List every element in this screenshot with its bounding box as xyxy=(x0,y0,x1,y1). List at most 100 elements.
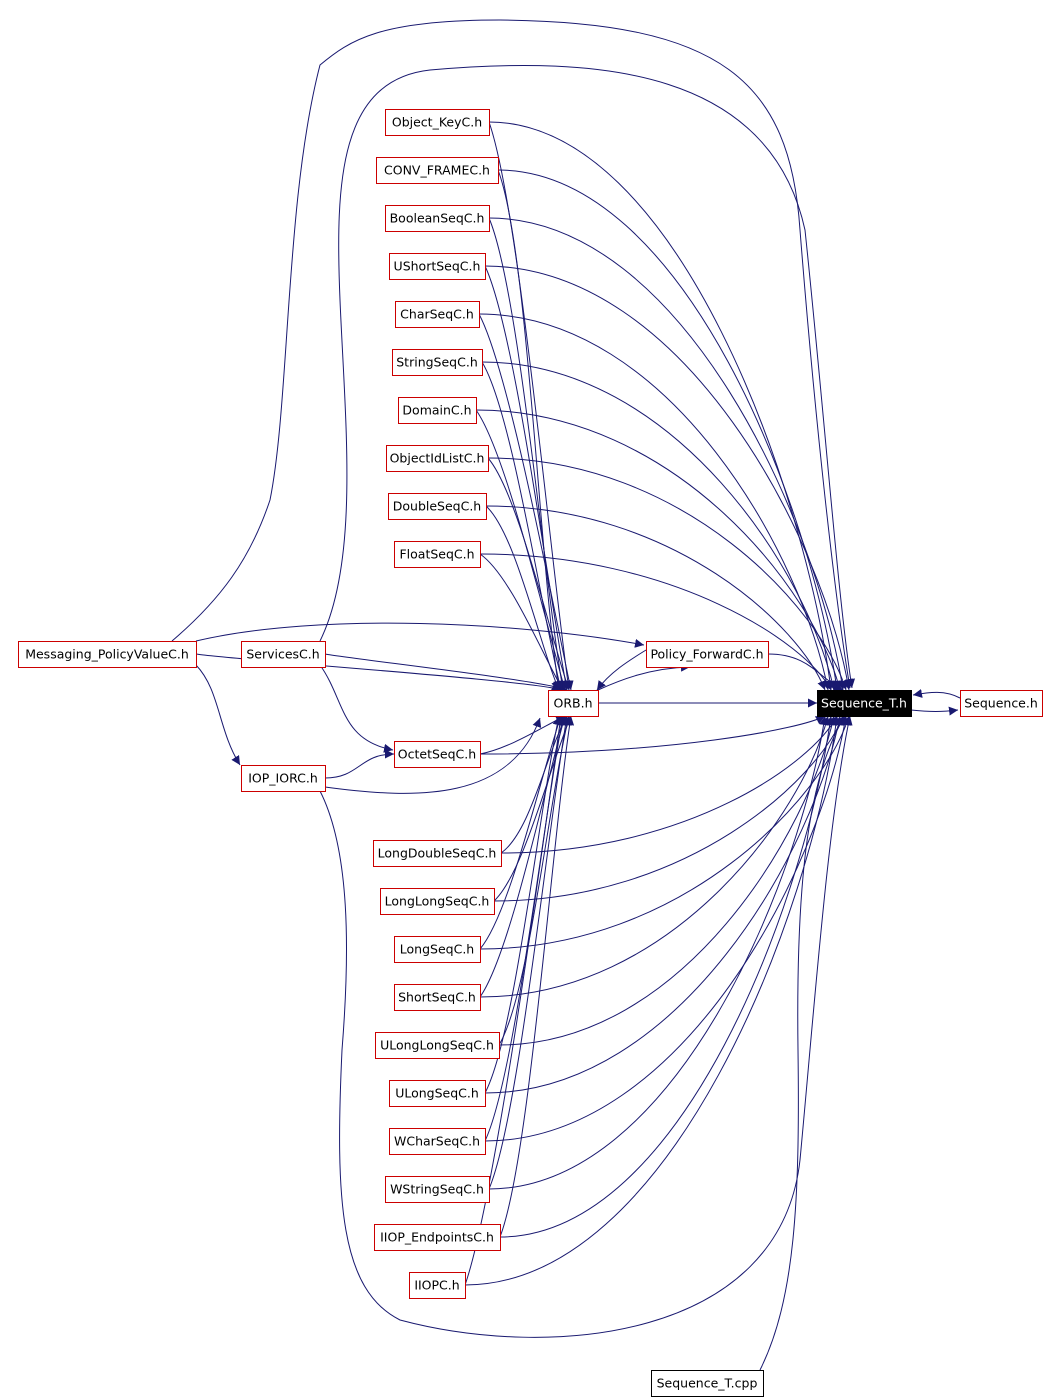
node-box[interactable] xyxy=(376,157,499,184)
node-box[interactable] xyxy=(241,765,326,792)
node-conv_framec_h[interactable]: CONV_FRAMEC.h xyxy=(376,157,499,184)
node-shortseqc_h[interactable]: ShortSeqC.h xyxy=(394,984,481,1011)
edge-domainc_h-to-sequence_t_h xyxy=(475,409,843,691)
node-longdoubleseqc_h[interactable]: LongDoubleSeqC.h xyxy=(373,840,502,867)
node-label: OctetSeqC.h xyxy=(398,747,476,762)
node-box[interactable] xyxy=(373,840,502,867)
edge-iop_iorc_h-to-sequence_t_h xyxy=(319,715,853,1338)
node-label: FloatSeqC.h xyxy=(399,547,474,562)
node-box[interactable] xyxy=(385,1176,490,1203)
node-servicesc_h[interactable]: ServicesC.h xyxy=(241,641,326,668)
node-doubleseqc_h[interactable]: DoubleSeqC.h xyxy=(388,493,487,520)
edge-charseqc_h-to-sequence_t_h xyxy=(478,313,831,691)
edge-objectidlistc_h-to-sequence_t_h xyxy=(487,457,848,691)
node-iiop_endpointsc_h[interactable]: IIOP_EndpointsC.h xyxy=(374,1224,501,1251)
node-box[interactable] xyxy=(646,641,769,668)
node-ushortseqc_h[interactable]: UShortSeqC.h xyxy=(389,253,486,280)
node-wcharseqc_h[interactable]: WCharSeqC.h xyxy=(389,1128,486,1155)
node-sequence_t_cpp[interactable]: Sequence_T.cpp xyxy=(651,1370,764,1397)
node-label: CONV_FRAMEC.h xyxy=(384,163,490,178)
node-box[interactable] xyxy=(392,349,483,376)
node-iiopc_h[interactable]: IIOPC.h xyxy=(409,1272,466,1299)
node-box[interactable] xyxy=(398,397,477,424)
node-booleanseqc_h[interactable]: BooleanSeqC.h xyxy=(385,205,490,232)
node-orb_h[interactable]: ORB.h xyxy=(548,690,599,717)
node-label: WCharSeqC.h xyxy=(394,1134,480,1149)
node-label: WStringSeqC.h xyxy=(390,1182,484,1197)
edge-ushortseqc_h-to-sequence_t_h xyxy=(484,265,852,691)
node-box[interactable] xyxy=(380,888,495,915)
node-longlongseqc_h[interactable]: LongLongSeqC.h xyxy=(380,888,495,915)
node-label: Sequence_T.cpp xyxy=(657,1376,758,1391)
node-box[interactable] xyxy=(386,445,489,472)
edge-messaging_policyvaluec_h-to-policy_forwardc_h xyxy=(195,622,645,648)
node-longseqc_h[interactable]: LongSeqC.h xyxy=(394,936,481,963)
node-sequence_h[interactable]: Sequence.h xyxy=(960,690,1043,717)
node-wstringseqc_h[interactable]: WStringSeqC.h xyxy=(385,1176,490,1203)
node-box[interactable] xyxy=(817,690,912,717)
node-label: IIOP_EndpointsC.h xyxy=(380,1230,494,1245)
node-charseqc_h[interactable]: CharSeqC.h xyxy=(395,301,480,328)
edge-sequence_h-to-sequence_t_h xyxy=(912,689,961,699)
node-octetseqc_h[interactable]: OctetSeqC.h xyxy=(394,741,481,768)
edge-object_keyc_h-to-orb_h xyxy=(488,121,573,691)
node-stringseqc_h[interactable]: StringSeqC.h xyxy=(392,349,483,376)
node-box[interactable] xyxy=(651,1370,764,1397)
node-box[interactable] xyxy=(389,1128,486,1155)
node-label: ULongSeqC.h xyxy=(395,1086,479,1101)
node-ulonglongseqc_h[interactable]: ULongLongSeqC.h xyxy=(375,1032,500,1059)
node-box[interactable] xyxy=(374,1224,501,1251)
node-label: ShortSeqC.h xyxy=(398,990,476,1005)
edge-wcharseqc_h-to-sequence_t_h xyxy=(484,715,849,1142)
edge-sequence_t_cpp-to-sequence_t_h xyxy=(759,715,846,1371)
edge-shortseqc_h-to-sequence_t_h xyxy=(479,715,831,998)
node-box[interactable] xyxy=(385,109,490,136)
node-object_keyc_h[interactable]: Object_KeyC.h xyxy=(385,109,490,136)
node-label: StringSeqC.h xyxy=(396,355,478,370)
node-sequence_t_h[interactable]: Sequence_T.h xyxy=(817,690,912,717)
edge-iop_iorc_h-to-octetseqc_h xyxy=(324,749,395,779)
node-box[interactable] xyxy=(409,1272,466,1299)
edge-octetseqc_h-to-orb_h xyxy=(479,715,566,755)
edge-charseqc_h-to-orb_h xyxy=(478,313,574,691)
node-box[interactable] xyxy=(394,984,481,1011)
edge-messaging_policyvaluec_h-to-iop_iorc_h xyxy=(195,664,241,766)
node-label: LongSeqC.h xyxy=(400,942,474,957)
node-box[interactable] xyxy=(960,690,1043,717)
edge-stringseqc_h-to-sequence_t_h xyxy=(481,361,837,691)
node-messaging_policyvaluec_h[interactable]: Messaging_PolicyValueC.h xyxy=(18,641,197,668)
node-box[interactable] xyxy=(18,641,197,668)
node-domainc_h[interactable]: DomainC.h xyxy=(398,397,477,424)
node-ulongseqc_h[interactable]: ULongSeqC.h xyxy=(389,1080,486,1107)
node-box[interactable] xyxy=(385,205,490,232)
node-label: ULongLongSeqC.h xyxy=(380,1038,494,1053)
edge-floatseqc_h-to-orb_h xyxy=(479,553,564,691)
node-box[interactable] xyxy=(395,301,480,328)
node-iop_iorc_h[interactable]: IOP_IORC.h xyxy=(241,765,326,792)
edge-longseqc_h-to-sequence_t_h xyxy=(479,715,851,950)
edge-policy_forwardc_h-to-orb_h xyxy=(596,649,647,691)
edge-iiop_endpointsc_h-to-sequence_t_h xyxy=(499,715,835,1238)
edge-ushortseqc_h-to-orb_h xyxy=(484,265,570,691)
node-box[interactable] xyxy=(241,641,326,668)
edge-sequence_t_h-to-sequence_h xyxy=(910,706,959,716)
edge-iop_iorc_h-to-orb_h xyxy=(324,717,542,794)
node-box[interactable] xyxy=(394,936,481,963)
edge-ulongseqc_h-to-orb_h xyxy=(484,715,562,1094)
node-box[interactable] xyxy=(394,541,481,568)
node-label: LongDoubleSeqC.h xyxy=(378,846,497,861)
node-box[interactable] xyxy=(375,1032,500,1059)
node-floatseqc_h[interactable]: FloatSeqC.h xyxy=(394,541,481,568)
node-objectidlistc_h[interactable]: ObjectIdListC.h xyxy=(386,445,489,472)
node-label: BooleanSeqC.h xyxy=(390,211,485,226)
edge-iiop_endpointsc_h-to-orb_h xyxy=(499,715,575,1238)
node-box[interactable] xyxy=(548,690,599,717)
node-box[interactable] xyxy=(389,1080,486,1107)
node-policy_forwardc_h[interactable]: Policy_ForwardC.h xyxy=(646,641,769,668)
edge-wcharseqc_h-to-orb_h xyxy=(484,715,566,1142)
node-box[interactable] xyxy=(388,493,487,520)
node-box[interactable] xyxy=(389,253,486,280)
node-box[interactable] xyxy=(394,741,481,768)
node-label: Policy_ForwardC.h xyxy=(650,647,763,662)
